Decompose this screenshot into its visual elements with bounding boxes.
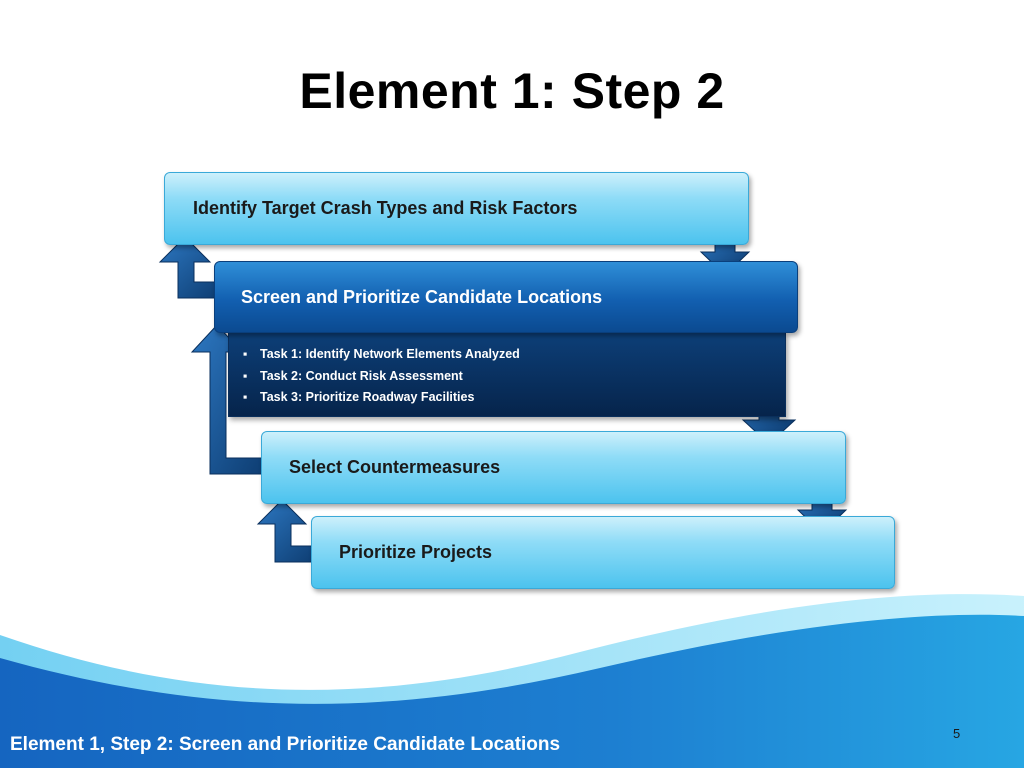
- step-prioritize-projects: Prioritize Projects: [311, 516, 895, 589]
- return-arrow-icon: [158, 236, 227, 299]
- task-item: ▪Task 3: Prioritize Roadway Facilities: [243, 387, 785, 409]
- step-label: Screen and Prioritize Candidate Location…: [241, 286, 603, 307]
- task-item: ▪Task 1: Identify Network Elements Analy…: [243, 344, 785, 366]
- page-number: 5: [953, 726, 961, 741]
- step-label: Select Countermeasures: [289, 457, 501, 477]
- bullet-icon: ▪: [243, 390, 248, 404]
- footer-caption: Element 1, Step 2: Screen and Prioritize…: [10, 734, 561, 755]
- slide-title: Element 1: Step 2: [299, 63, 725, 119]
- return-arrow-icon: [256, 499, 323, 563]
- footer-wave: [0, 594, 1024, 768]
- step-identify-crash-types: Identify Target Crash Types and Risk Fac…: [164, 172, 749, 245]
- bullet-icon: ▪: [243, 347, 248, 361]
- task-item: ▪Task 2: Conduct Risk Assessment: [243, 366, 785, 388]
- task-list-panel: ▪Task 1: Identify Network Elements Analy…: [228, 332, 786, 417]
- step-screen-prioritize-current: Screen and Prioritize Candidate Location…: [214, 261, 798, 333]
- step-label: Identify Target Crash Types and Risk Fac…: [193, 198, 578, 218]
- bullet-icon: ▪: [243, 368, 248, 383]
- step-select-countermeasures: Select Countermeasures: [261, 431, 846, 504]
- step-label: Prioritize Projects: [339, 542, 493, 562]
